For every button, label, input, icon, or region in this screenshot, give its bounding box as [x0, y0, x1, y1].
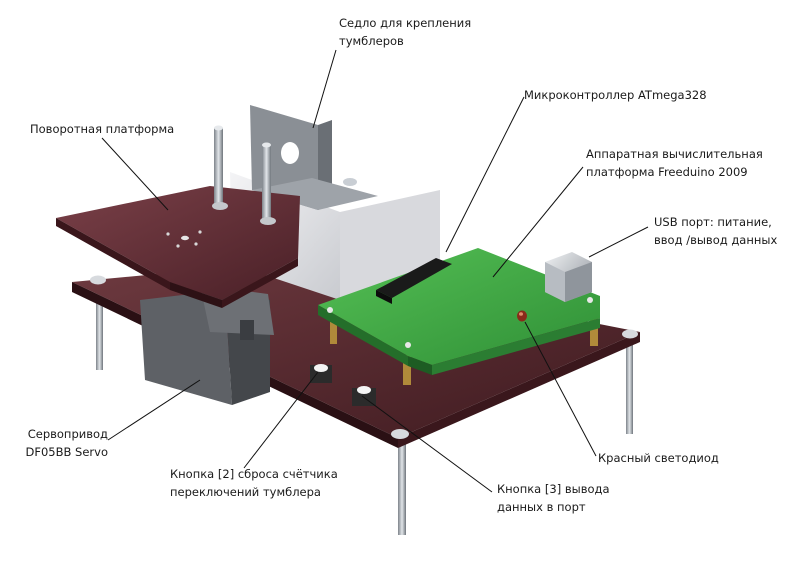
label-servo: Сервопривод DF05BB Servo — [25, 427, 108, 459]
base-legs — [96, 298, 633, 535]
leader-lines — [101, 49, 649, 493]
label-microcontroller: Микроконтроллер ATmega328 — [524, 88, 707, 102]
label-button-output: Кнопка [3] вывода данных в порт — [497, 482, 610, 514]
label-button-reset: Кнопка [2] сброса счётчика переключений … — [170, 467, 338, 499]
servo-body — [140, 285, 274, 405]
rotary-platform — [56, 186, 300, 308]
label-usb-port: USB порт: питание, ввод /вывод данных — [654, 215, 778, 247]
freeduino-board — [318, 248, 600, 375]
label-red-led: Красный светодиод — [598, 451, 719, 465]
label-rotary-platform: Поворотная платформа — [30, 122, 175, 136]
red-led — [517, 310, 527, 322]
label-saddle: Седло для крепления тумблеров — [339, 16, 472, 48]
usb-port — [545, 252, 592, 302]
label-freeduino: Аппаратная вычислительная платформа Free… — [586, 147, 763, 179]
platform-rods — [212, 125, 276, 225]
atmega328-chip — [376, 258, 452, 304]
